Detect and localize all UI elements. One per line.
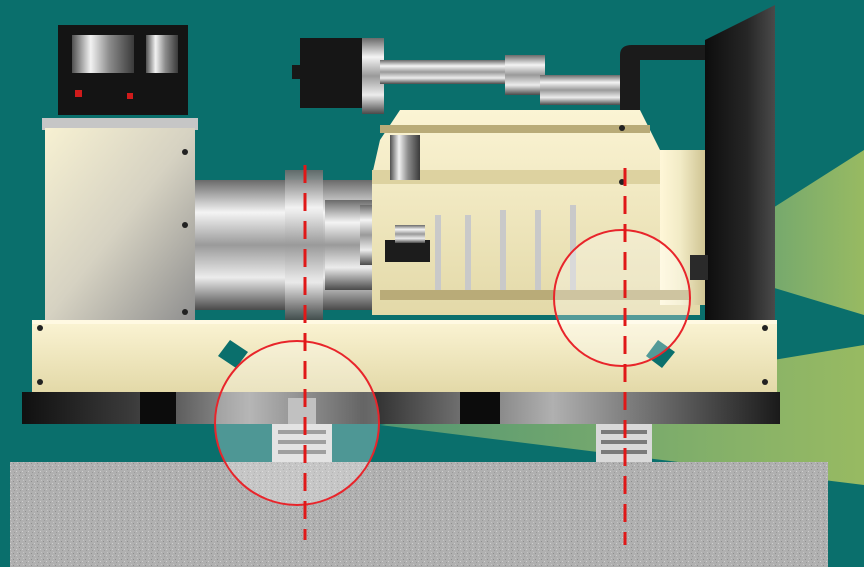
radiator	[690, 5, 775, 325]
alternator-housing	[42, 118, 198, 320]
callout-circle-lower	[214, 340, 380, 506]
air-intake-assembly	[292, 38, 705, 114]
isolator-mount-left	[272, 398, 332, 462]
engine-block	[372, 110, 705, 315]
skid-base	[32, 320, 777, 392]
indicator-light	[75, 90, 82, 97]
control-panel	[58, 25, 188, 115]
indicator-light	[127, 93, 133, 99]
callout-circle-upper	[553, 229, 691, 367]
concrete-floor	[10, 462, 828, 567]
base-rail	[22, 392, 780, 424]
lifting-hole	[218, 340, 248, 368]
